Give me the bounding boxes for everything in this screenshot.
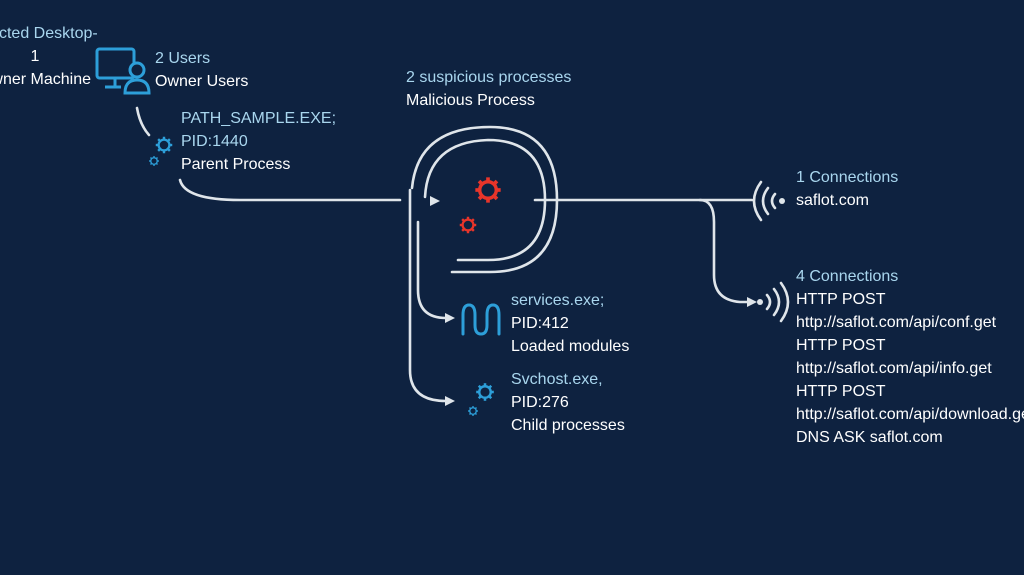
module-wave-icon xyxy=(461,303,501,336)
users-label: 2 Users Owner Users xyxy=(155,47,248,93)
machine-title-line2: 1 xyxy=(30,48,40,65)
child-label: Svchost.exe, PID:276 Child processes xyxy=(511,368,625,437)
connection-item: http://saflot.com/api/info.get xyxy=(796,360,992,377)
signal-icon-connections1 xyxy=(752,180,785,222)
arrow-to-connections4 xyxy=(747,297,757,307)
child-gears-icon xyxy=(467,381,496,417)
module-pid: PID:412 xyxy=(511,315,569,332)
users-label-text: Owner Users xyxy=(155,73,249,90)
malicious-count: 2 suspicious processes xyxy=(406,69,572,86)
parent-gears-icon xyxy=(148,135,174,167)
machine-subtitle: Owner Machine xyxy=(0,71,92,88)
connection-item: HTTP POST xyxy=(796,383,886,400)
child-branch-connector xyxy=(408,188,448,403)
malicious-outer-ring xyxy=(410,125,559,274)
malicious-process-label: 2 suspicious processes Malicious Process xyxy=(406,66,571,112)
users-count: 2 Users xyxy=(155,50,211,67)
parent-process-label: PATH_SAMPLE.EXE; PID:1440 Parent Process xyxy=(181,107,336,176)
parent-process-name: PATH_SAMPLE.EXE; xyxy=(181,110,337,127)
machine-title-line1: Infected Desktop- xyxy=(0,25,98,42)
connection-item: http://saflot.com/api/conf.get xyxy=(796,314,997,331)
machine-label: Infected Desktop- 1 Owner Machine xyxy=(0,22,120,91)
parent-process-type: Parent Process xyxy=(181,156,291,173)
malicious-label-text: Malicious Process xyxy=(406,92,535,109)
module-label: services.exe; PID:412 Loaded modules xyxy=(511,289,629,358)
module-name: services.exe; xyxy=(511,292,605,309)
arrow-to-module xyxy=(445,313,455,323)
malicious-inner-ring xyxy=(423,138,547,262)
signal-icon-connections4 xyxy=(757,281,790,323)
connections1-host: saflot.com xyxy=(796,192,869,209)
module-branch-connector xyxy=(416,220,448,320)
computer-user-icon xyxy=(95,47,151,95)
parent-to-malicious-connector xyxy=(178,178,402,202)
child-type: Child processes xyxy=(511,417,625,434)
connections4-count: 4 Connections xyxy=(796,268,899,285)
malicious-gears-icon xyxy=(458,175,503,235)
machine-to-parent-connector xyxy=(135,106,151,137)
connection-item: HTTP POST xyxy=(796,337,886,354)
child-pid: PID:276 xyxy=(511,394,569,411)
connections4-label: 4 Connections HTTP POST http://saflot.co… xyxy=(796,265,1024,449)
child-name: Svchost.exe, xyxy=(511,371,603,388)
arrow-into-malicious xyxy=(430,196,440,206)
connections1-count: 1 Connections xyxy=(796,169,899,186)
connection-item: DNS ASK saflot.com xyxy=(796,429,943,446)
module-type: Loaded modules xyxy=(511,338,630,355)
branch-to-connections4-connector xyxy=(698,198,750,304)
connections1-label: 1 Connections saflot.com xyxy=(796,166,898,212)
parent-process-pid: PID:1440 xyxy=(181,133,248,150)
connection-item: HTTP POST xyxy=(796,291,886,308)
connection-item: http://saflot.com/api/download.get xyxy=(796,406,1024,423)
arrow-to-child xyxy=(445,396,455,406)
